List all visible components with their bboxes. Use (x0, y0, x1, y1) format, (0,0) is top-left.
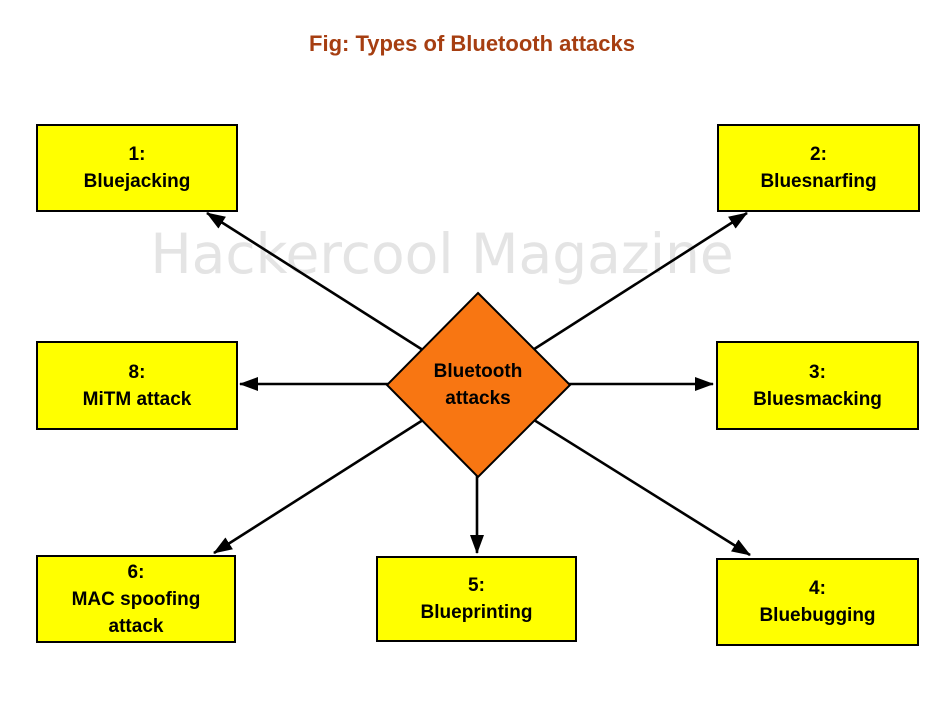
node-label: Bluebugging (759, 605, 876, 626)
node-number: 6: (127, 561, 145, 583)
node-number: 3: (809, 361, 826, 383)
node-label: MiTM attack (82, 388, 192, 410)
node-bluesnarfing: 2: Bluesnarfing (717, 124, 920, 212)
node-bluejacking: 1: Bluejacking (36, 124, 238, 212)
node-mitm-attack: 8: MiTM attack (36, 341, 238, 430)
figure-title: Fig: Types of Bluetooth attacks (309, 31, 635, 56)
node-number: 4: (809, 578, 826, 599)
node-bluebugging: 4: Bluebugging (716, 558, 919, 646)
node-label: Bluesnarfing (760, 171, 877, 192)
node-number: 5: (468, 575, 485, 596)
node-number: 1: (128, 144, 146, 165)
node-bluesmacking: 3: Bluesmacking (716, 341, 919, 430)
diamond-shape (385, 291, 572, 479)
watermark-text: Hackercool Magazine (150, 222, 734, 286)
node-blueprinting: 5: Blueprinting (376, 556, 577, 642)
node-label: Bluejacking (83, 171, 191, 192)
node-number: 8: (128, 361, 146, 383)
node-label: Bluesmacking (753, 388, 882, 410)
node-label: Blueprinting (420, 602, 533, 623)
node-label: MAC spoofing attack (71, 588, 201, 637)
node-number: 2: (810, 144, 827, 165)
node-mac-spoofing-attack: 6: MAC spoofing attack (36, 555, 236, 643)
diamond-label: Bluetooth attacks (433, 361, 523, 409)
